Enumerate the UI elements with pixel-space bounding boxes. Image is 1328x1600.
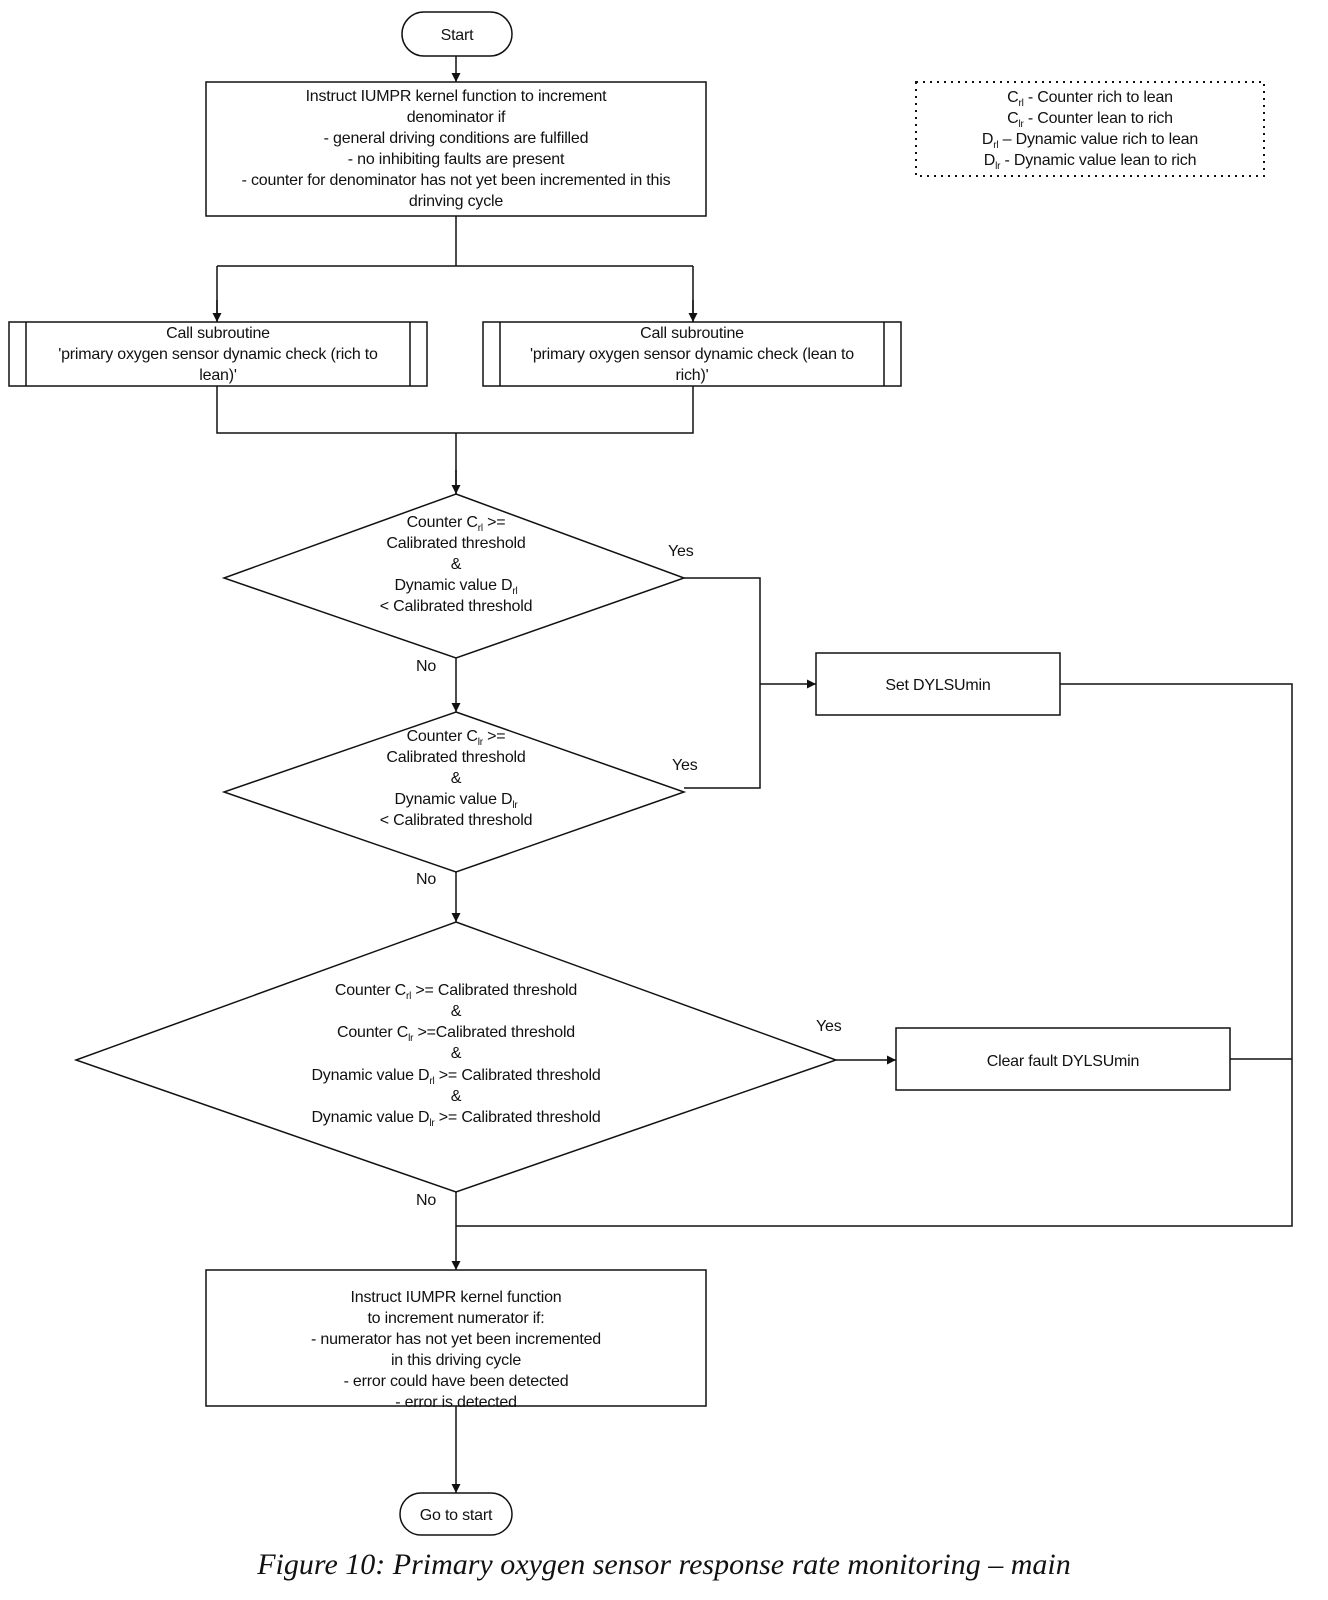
- decision3-line-5: Dynamic value Drl >= Calibrated threshol…: [311, 1067, 600, 1087]
- decision1-line-3: &: [451, 556, 462, 573]
- sub-lean-rich-line-3: rich)': [676, 367, 709, 384]
- clear-fault-label: Clear fault DYLSUmin: [987, 1053, 1140, 1070]
- decision2-line-3: &: [451, 770, 462, 787]
- denominator-line-1: Instruct IUMPR kernel function to increm…: [306, 88, 608, 105]
- decision3-line-4: &: [451, 1045, 462, 1062]
- start-label: Start: [441, 27, 475, 44]
- decision2-line-5: < Calibrated threshold: [380, 812, 533, 829]
- sub-lean-rich-line-1: Call subroutine: [640, 325, 744, 342]
- decision3-no-label: No: [416, 1192, 436, 1209]
- numerator-line-2: to increment numerator if:: [367, 1310, 544, 1327]
- legend-item-2: Clr - Counter lean to rich: [1007, 110, 1173, 130]
- legend-item-3: Drl – Dynamic value rich to lean: [982, 131, 1198, 151]
- decision1-line-1: Counter Crl >=: [407, 514, 506, 534]
- numerator-line-3: - numerator has not yet been incremented: [311, 1331, 601, 1348]
- legend-item-4: Dlr - Dynamic value lean to rich: [984, 152, 1197, 172]
- denominator-line-3: - general driving conditions are fulfill…: [324, 130, 589, 147]
- legend-box: [915, 81, 1265, 177]
- decision2-yes-label: Yes: [672, 757, 698, 774]
- sub-rich-lean-line-3: lean)': [199, 367, 237, 384]
- legend-item-1: Crl - Counter rich to lean: [1007, 89, 1173, 109]
- decision3-line-7: Dynamic value Dlr >= Calibrated threshol…: [311, 1109, 600, 1129]
- subroutine-lean-rich-box: [482, 321, 902, 387]
- decision1-no-label: No: [416, 658, 436, 675]
- set-fault-box: [815, 652, 1061, 716]
- sub-rich-lean-line-1: Call subroutine: [166, 325, 270, 342]
- numerator-line-4: in this driving cycle: [391, 1352, 521, 1369]
- numerator-line-5: - error could have been detected: [344, 1373, 569, 1390]
- start-terminator: [401, 11, 513, 57]
- decision1-yes-connector: [684, 577, 761, 789]
- decision1-line-2: Calibrated threshold: [386, 535, 525, 552]
- numerator-process-box: [205, 1269, 707, 1407]
- merge-connector: [216, 386, 694, 494]
- decision3-line-1: Counter Crl >= Calibrated threshold: [335, 982, 577, 1002]
- denominator-line-4: - no inhibiting faults are present: [348, 151, 565, 168]
- decision3-line-6: &: [451, 1088, 462, 1105]
- decision2-line-4: Dynamic value Dlr: [394, 791, 518, 811]
- end-label: Go to start: [420, 1507, 493, 1524]
- sub-lean-rich-line-2: 'primary oxygen sensor dynamic check (le…: [530, 346, 854, 363]
- decision2-line-1: Counter Clr >=: [407, 728, 506, 748]
- decision3-line-2: &: [451, 1003, 462, 1020]
- set-fault-label: Set DYLSUmin: [885, 677, 990, 694]
- decision1-line-5: < Calibrated threshold: [380, 598, 533, 615]
- numerator-line-1: Instruct IUMPR kernel function: [351, 1289, 562, 1306]
- split-connector: [216, 216, 694, 322]
- denominator-process-box: [205, 81, 707, 217]
- decision2-line-2: Calibrated threshold: [386, 749, 525, 766]
- decision2-no-label: No: [416, 871, 436, 888]
- subroutine-rich-lean-box: [8, 321, 428, 387]
- denominator-line-5: - counter for denominator has not yet be…: [242, 172, 671, 189]
- denominator-line-6: drinving cycle: [409, 193, 503, 210]
- decision3-yes-label: Yes: [816, 1018, 842, 1035]
- denominator-line-2: denominator if: [407, 109, 506, 126]
- set-fault-return-connector: [456, 683, 1293, 1227]
- decision1-line-4: Dynamic value Drl: [394, 577, 517, 597]
- sub-rich-lean-line-2: 'primary oxygen sensor dynamic check (ri…: [58, 346, 378, 363]
- decision1-yes-label: Yes: [668, 543, 694, 560]
- decision3-line-3: Counter Clr >=Calibrated threshold: [337, 1024, 575, 1044]
- numerator-line-6: - error is detected: [395, 1394, 517, 1411]
- figure-caption: Figure 10: Primary oxygen sensor respons…: [257, 1548, 1071, 1581]
- end-terminator: [399, 1492, 513, 1536]
